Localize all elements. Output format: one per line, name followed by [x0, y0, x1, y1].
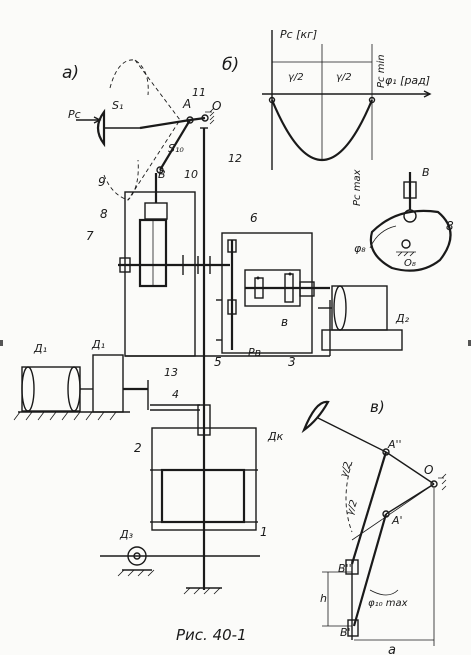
link-10 — [159, 119, 191, 171]
linkage-diagram — [301, 400, 447, 646]
linkage-label-a: a — [388, 643, 396, 655]
label-panel-a: а) — [62, 63, 79, 83]
cam-mechanism — [369, 172, 452, 272]
link-a-p-b-p — [352, 513, 388, 627]
linkage-label-gamma-2: γ/2 — [344, 499, 360, 517]
label-6: 6 — [250, 211, 258, 225]
graph-curve — [270, 99, 374, 161]
label-b-gear: в — [281, 315, 288, 329]
label-pb: Pв — [248, 346, 261, 359]
linkage-label-o: O — [424, 463, 433, 477]
label-9: 9 — [98, 175, 106, 189]
cam-label-phi8: φ₈ — [354, 242, 366, 255]
drum-housing — [151, 427, 257, 531]
cam-label-8: 8 — [446, 219, 454, 233]
label-3: 3 — [288, 355, 296, 369]
label-s10: S₁₀ — [168, 142, 184, 155]
cam-center — [401, 239, 411, 249]
right-edge-mark — [468, 340, 471, 346]
label-d1-box: Д₁ — [91, 338, 105, 351]
linkage-label-b-p: B' — [340, 626, 351, 639]
link-to-a — [139, 118, 191, 130]
motor-d3 — [127, 546, 147, 566]
hinge-b — [156, 166, 164, 174]
label-7: 7 — [86, 229, 94, 243]
cam-label-o8: O₈ — [404, 258, 416, 269]
label-dk: Дк — [267, 430, 284, 443]
label-a: A — [182, 97, 191, 111]
label-panel-v: в) — [370, 398, 385, 416]
dish-sweep-envelope — [103, 59, 181, 201]
hinge-o — [201, 114, 209, 122]
graph-pc-max: Pc max — [352, 169, 363, 206]
gearbox-d1 — [92, 354, 124, 413]
coupling — [197, 404, 211, 436]
gear-6 — [227, 239, 237, 253]
label-4: 4 — [172, 388, 179, 401]
linkage-label-a-p: A' — [391, 514, 403, 527]
dish-right — [301, 400, 330, 434]
label-d2: Д₂ — [395, 312, 410, 325]
motor-d2-base — [321, 329, 403, 351]
linkage-label-b-pp: B'' — [338, 562, 352, 575]
label-1: 1 — [260, 525, 268, 539]
graph-y-label: Pc [кг] — [280, 28, 317, 41]
label-d3: Д₃ — [119, 528, 134, 541]
graph-x-label: φ₁ [рад] — [385, 74, 430, 87]
graph-half-left: γ/2 — [288, 72, 304, 83]
link-a-pp-b-pp — [350, 451, 388, 565]
linkage-label-a-pp: A'' — [387, 438, 402, 451]
gear-5 — [227, 299, 237, 315]
linkage-label-phi10: φ₁₀ max — [368, 598, 408, 609]
link-a-pp-o — [385, 451, 435, 485]
linkage-label-gamma-1: γ/2 — [338, 461, 354, 479]
cam-roller — [403, 209, 417, 223]
force-graph — [262, 30, 432, 170]
label-10: 10 — [184, 168, 198, 181]
frame-left — [124, 191, 196, 357]
graph-half-right: γ/2 — [336, 72, 352, 83]
slider-9 — [144, 202, 168, 220]
gearbox-housing — [221, 232, 313, 354]
label-panel-b: б) — [222, 55, 239, 75]
drum-2 — [160, 468, 246, 524]
label-2: 2 — [134, 441, 142, 455]
label-13: 13 — [164, 366, 178, 379]
label-pc: Pc — [68, 108, 81, 121]
label-s1: S₁ — [112, 99, 123, 112]
graph-pc-min: Pc min — [376, 54, 387, 88]
cam-label-b: B — [422, 166, 430, 179]
link-to-a-pp — [317, 417, 387, 453]
mechanism-scheme — [13, 59, 403, 595]
arc-gamma — [345, 461, 353, 533]
label-5: 5 — [214, 355, 222, 369]
label-o: O — [212, 99, 221, 113]
support-o-hatch — [205, 107, 215, 125]
label-8: 8 — [100, 207, 108, 221]
figure-caption: Рис. 40-1 — [176, 626, 247, 644]
label-b: B — [158, 168, 166, 181]
cam-profile — [369, 209, 452, 272]
motor-d2 — [331, 285, 388, 331]
left-edge-mark — [0, 340, 3, 346]
linkage-label-h: h — [320, 592, 327, 605]
label-11: 11 — [192, 86, 206, 99]
motor-d1 — [21, 366, 81, 412]
label-d1-motor: Д₁ — [33, 342, 47, 355]
gear-7 — [119, 257, 131, 273]
hinge-a — [186, 116, 194, 124]
label-12: 12 — [228, 152, 242, 165]
dish-left — [96, 108, 106, 148]
